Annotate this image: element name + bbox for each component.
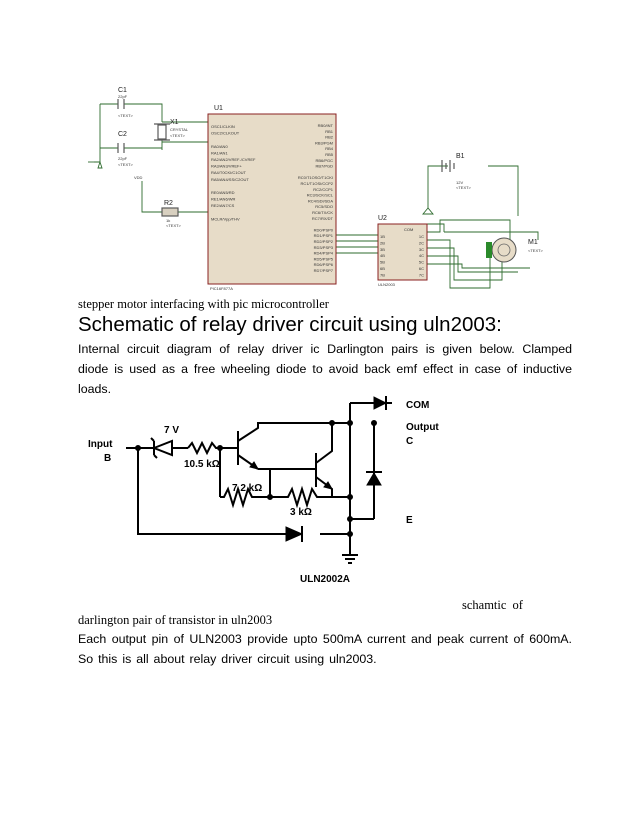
pic-left-pin-label: RA0/AN0 bbox=[211, 144, 228, 149]
label-r2-value: 1k bbox=[166, 218, 170, 223]
pic-right-pin-label: RD0/PSP0 bbox=[314, 227, 334, 232]
label-c1-value: 22pF bbox=[118, 94, 128, 99]
label-crystal-text: <TEXT> bbox=[170, 133, 186, 138]
uln-output-label: 2C bbox=[419, 240, 424, 245]
label-x1: X1 bbox=[170, 119, 179, 126]
label-c2-text: <TEXT> bbox=[118, 162, 134, 167]
motor-m1 bbox=[486, 237, 517, 263]
label-b1-text: <TEXT> bbox=[456, 185, 472, 190]
label-e: E bbox=[406, 515, 413, 526]
label-u1: U1 bbox=[214, 105, 223, 112]
pic-right-pin-label: RC6/TX/CK bbox=[312, 210, 333, 215]
pic-right-pin-label: RB6/PGC bbox=[315, 158, 333, 163]
pic-right-pin-label: RD4/PSP4 bbox=[314, 251, 334, 256]
uln-input-label: 5B bbox=[380, 260, 385, 265]
label-zener: 7 V bbox=[164, 425, 179, 436]
pic-right-pin-label: RC5/SDO bbox=[315, 204, 333, 209]
uln-output-label: 6C bbox=[419, 266, 424, 271]
uln2003-chip bbox=[377, 223, 428, 281]
pic-right-pin-label: RC7/RX/DT bbox=[312, 216, 334, 221]
pic-right-pin-label: RB3/PGM bbox=[315, 140, 333, 145]
pic-right-pin-label: RB1 bbox=[325, 129, 334, 134]
pic-right-pin-label: RC3/SCK/SCL bbox=[307, 193, 334, 198]
label-vdd: VDD bbox=[134, 175, 143, 180]
paragraph-intro: Internal circuit diagram of relay driver… bbox=[78, 342, 572, 396]
pic-right-pin-label: RC4/SDI/SDA bbox=[308, 198, 333, 203]
label-b1: B1 bbox=[456, 153, 465, 160]
uln-input-label: 6B bbox=[380, 266, 385, 271]
pic-left-pin-label: RE2/AN7/CS bbox=[211, 203, 235, 208]
label-input: Input bbox=[88, 439, 113, 450]
uln-output-label: 4C bbox=[419, 253, 424, 258]
pic-left-pin-label: OSC2/CLKOUT bbox=[211, 131, 240, 136]
label-part: ULN2002A bbox=[300, 574, 350, 585]
label-c2: C2 bbox=[118, 131, 127, 138]
pic-right-pin-label: RB4 bbox=[325, 146, 334, 151]
pic-left-pin-label: RE0/AN5/RD bbox=[211, 190, 235, 195]
label-r1: 10.5 kΩ bbox=[184, 459, 220, 470]
pic-left-pin-label: RA2/AN2/VREF-/CVREF bbox=[211, 157, 256, 162]
pic-left-pin-label: MCLR/Vpp/THV bbox=[211, 216, 240, 221]
uln-output-label: 3C bbox=[419, 247, 424, 252]
pic-right-pin-label: RD7/PSP7 bbox=[314, 268, 334, 273]
label-c1-text: <TEXT> bbox=[118, 113, 134, 118]
pic-right-pin-label: RC1/T1OSI/CCP2 bbox=[301, 181, 334, 186]
pic-left-pin-label: OSC1/CLKIN bbox=[211, 124, 235, 129]
pic-right-pin-label: RD5/PSP5 bbox=[314, 256, 334, 261]
label-c2-value: 22pF bbox=[118, 156, 128, 161]
label-pic-part: PIC16F877A bbox=[210, 286, 233, 291]
label-u2: U2 bbox=[378, 215, 387, 222]
section-heading: Schematic of relay driver circuit using … bbox=[78, 313, 502, 336]
uln-output-label: 1C bbox=[419, 234, 424, 239]
uln-input-label: 1B bbox=[380, 234, 385, 239]
label-b1-value: 12V bbox=[456, 180, 463, 185]
pic-right-pin-label: RD2/PSP2 bbox=[314, 239, 334, 244]
pic-right-pin-label: RD3/PSP3 bbox=[314, 245, 334, 250]
pic-right-pin-label: RB0/INT bbox=[318, 123, 334, 128]
label-c1: C1 bbox=[118, 87, 127, 94]
label-r3: 3 kΩ bbox=[290, 507, 312, 518]
pic-right-pin-label: RB2 bbox=[325, 135, 334, 140]
figure2-caption-b: darlington pair of transistor in uln2003 bbox=[78, 613, 273, 627]
label-crystal: CRYSTAL bbox=[170, 127, 189, 132]
label-output: Output bbox=[406, 422, 439, 433]
paragraph-conclusion: Each output pin of ULN2003 provide upto … bbox=[78, 632, 572, 666]
label-m1: M1 bbox=[528, 239, 538, 246]
label-b: B bbox=[104, 453, 111, 464]
pic-left-pin-label: RA5/AN4/SS/C2OUT bbox=[211, 177, 249, 182]
label-uln-part: ULN2003 bbox=[378, 282, 396, 287]
label-r2: 7.2 kΩ bbox=[232, 483, 262, 494]
label-uln-com: COM bbox=[404, 227, 413, 232]
uln-output-label: 7C bbox=[419, 272, 424, 277]
figure1-caption: stepper motor interfacing with pic micro… bbox=[78, 297, 329, 311]
pic-left-pin-label: RE1/AN6/WR bbox=[211, 197, 236, 202]
pic-left-pin-label: RA1/AN1 bbox=[211, 150, 228, 155]
label-c: C bbox=[406, 436, 413, 447]
label-m1-text: <TEXT> bbox=[528, 248, 544, 253]
uln-input-label: 4B bbox=[380, 253, 385, 258]
pic-right-pin-label: RC2/CCP1 bbox=[313, 187, 334, 192]
label-com: COM bbox=[406, 400, 429, 411]
label-r2: R2 bbox=[164, 200, 173, 207]
uln-output-label: 5C bbox=[419, 260, 424, 265]
pic-left-pin-label: RA3/AN3/VREF+ bbox=[211, 164, 242, 169]
pic-right-pin-label: RC0/T1OSO/T1CKI bbox=[298, 175, 333, 180]
pic-right-pin-label: RB7/PGD bbox=[315, 164, 333, 169]
pic16f877a-chip bbox=[207, 113, 337, 285]
pic-right-pin-label: RD1/PSP1 bbox=[314, 233, 334, 238]
pic-right-pin-label: RB5 bbox=[325, 152, 334, 157]
uln-input-label: 2B bbox=[380, 240, 385, 245]
label-r2-text: <TEXT> bbox=[166, 223, 182, 228]
figure2-caption-a: schamtic of bbox=[462, 598, 523, 612]
uln-input-label: 7B bbox=[380, 272, 385, 277]
stepper-motor-schematic: C122pF<TEXT>C222pF<TEXT>X1CRYSTAL<TEXT>U… bbox=[88, 87, 544, 291]
pic-right-pin-label: RD6/PSP6 bbox=[314, 262, 334, 267]
uln-input-label: 3B bbox=[380, 247, 385, 252]
pic-left-pin-label: RA4/T0CKI/C1OUT bbox=[211, 170, 246, 175]
